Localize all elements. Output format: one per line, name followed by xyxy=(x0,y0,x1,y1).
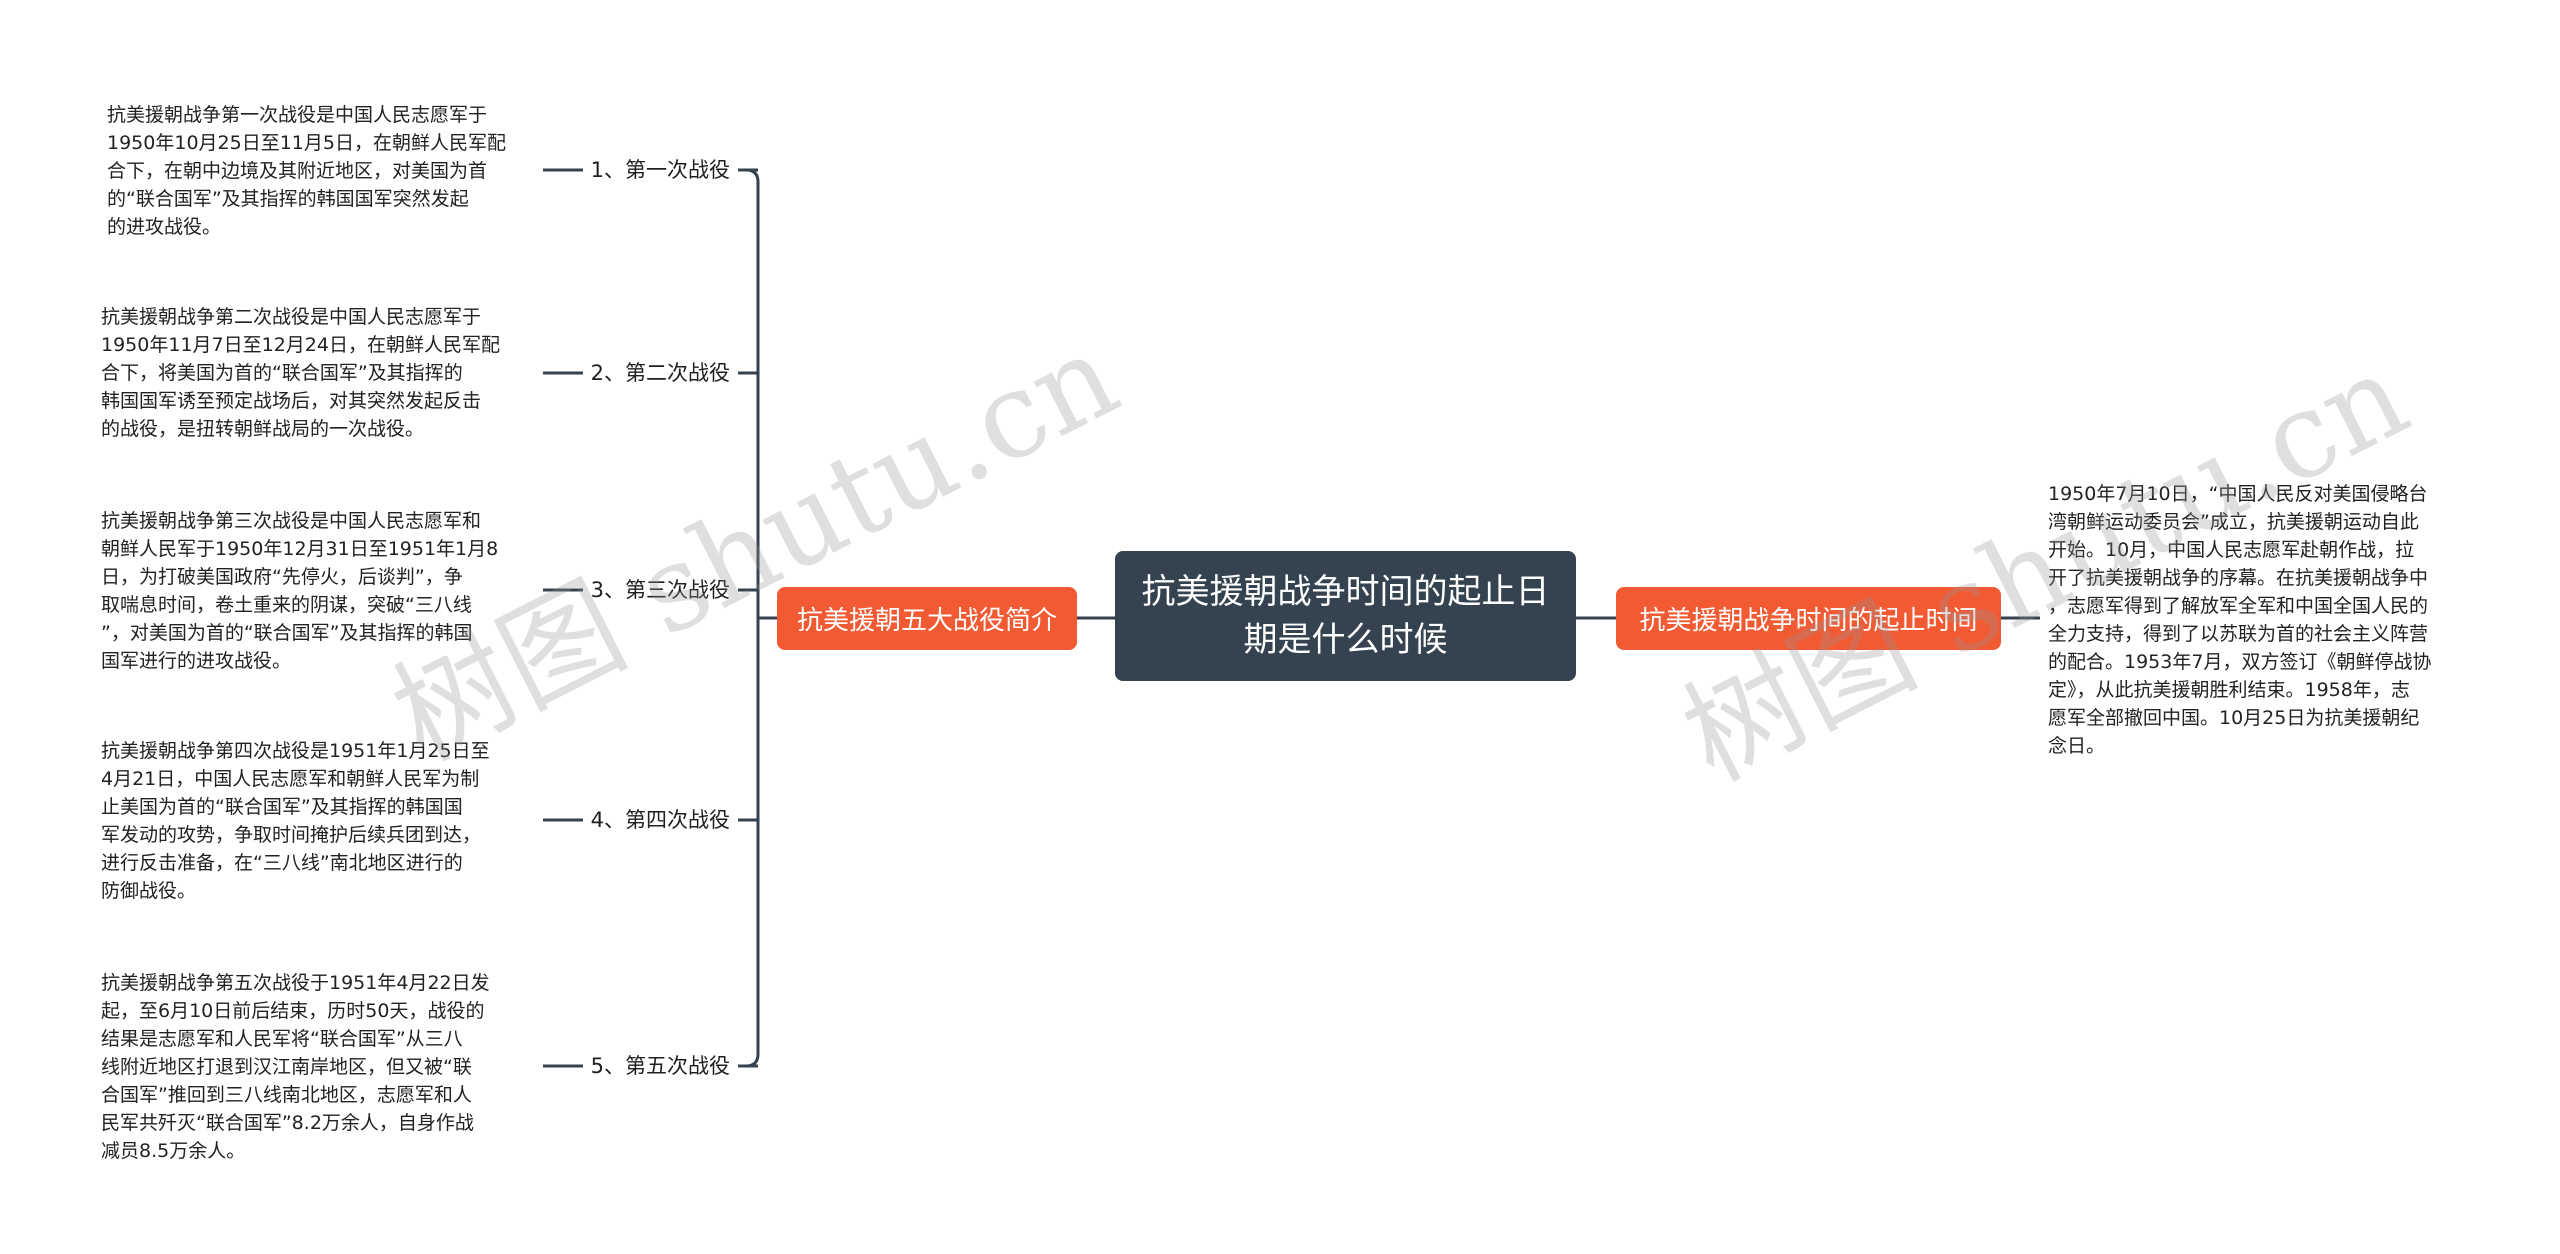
campaign-5-label[interactable]: 5、第五次战役 xyxy=(590,1054,730,1078)
campaign-2-label[interactable]: 2、第二次战役 xyxy=(590,361,730,385)
root-topic[interactable]: 抗美援朝战争时间的起止日期是什么时候 xyxy=(1115,551,1576,681)
root-topic-label: 抗美援朝战争时间的起止日期是什么时候 xyxy=(1141,572,1550,660)
campaign-4-note: 抗美援朝战争第四次战役是1951年1月25日至 4月21日，中国人民志愿军和朝鲜… xyxy=(101,740,490,902)
campaign-2-note: 抗美援朝战争第二次战役是中国人民志愿军于 1950年11月7日至12月24日，在… xyxy=(101,306,500,440)
campaign-5-note: 抗美援朝战争第五次战役于1951年4月22日发 起，至6月10日前后结束，历时5… xyxy=(101,972,490,1162)
branch-label: 抗美援朝五大战役简介 xyxy=(796,606,1057,636)
branch-label: 抗美援朝战争时间的起止时间 xyxy=(1639,606,1978,636)
branch-five-campaigns[interactable]: 抗美援朝五大战役简介 xyxy=(777,587,1077,650)
start-end-time-note: 1950年7月10日，“中国人民反对美国侵略台 湾朝鲜运动委员会”成立，抗美援朝… xyxy=(2048,483,2432,757)
campaign-4-label[interactable]: 4、第四次战役 xyxy=(590,808,730,832)
campaign-3-label[interactable]: 3、第三次战役 xyxy=(590,578,730,602)
branch-start-end-time[interactable]: 抗美援朝战争时间的起止时间 xyxy=(1616,587,2001,650)
campaign-3-note: 抗美援朝战争第三次战役是中国人民志愿军和 朝鲜人民军于1950年12月31日至1… xyxy=(101,510,499,672)
campaign-1-note: 抗美援朝战争第一次战役是中国人民志愿军于 1950年10月25日至11月5日，在… xyxy=(107,104,506,238)
campaign-1-label[interactable]: 1、第一次战役 xyxy=(590,158,730,182)
